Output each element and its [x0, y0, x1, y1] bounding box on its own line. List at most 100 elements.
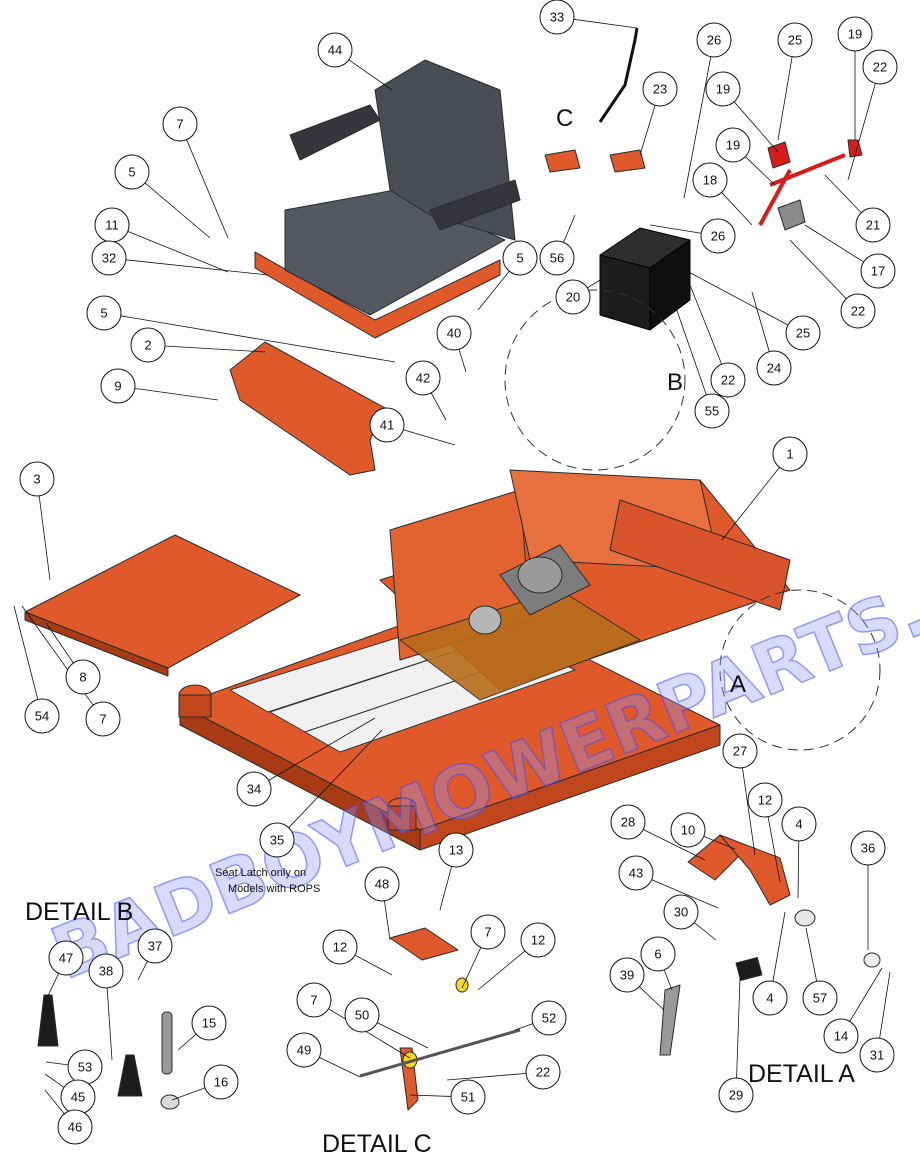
callout-circle — [756, 350, 792, 386]
leader-line-22 — [687, 279, 723, 365]
callout-3: 3 — [19, 461, 55, 497]
callout-number: 2 — [144, 338, 151, 353]
callout-number: 15 — [202, 1016, 216, 1031]
leader-line-54 — [13, 605, 39, 700]
callout-18: 18 — [692, 162, 728, 198]
callout-number: 7 — [484, 925, 491, 940]
callout-circle — [722, 733, 758, 769]
note-line-2: Models with ROPS — [228, 883, 320, 895]
callout-circle — [137, 928, 173, 964]
callout-number: 43 — [629, 866, 643, 881]
callout-number: 25 — [788, 33, 802, 48]
leader-line-5 — [120, 315, 396, 363]
callout-19: 19 — [705, 71, 741, 107]
callout-number: 42 — [416, 371, 430, 386]
callout-circle — [781, 806, 817, 842]
callout-circle — [296, 982, 332, 1018]
leader-line-31 — [879, 971, 891, 1039]
detail-b-title: DETAIL B — [25, 898, 133, 926]
callout-number: 20 — [566, 290, 580, 305]
callout-4: 4 — [752, 980, 788, 1016]
callout-circle — [91, 240, 127, 276]
callout-12: 12 — [747, 782, 783, 818]
callout-circle — [525, 1054, 561, 1090]
callout-circle — [609, 957, 645, 993]
callout-circle — [539, 240, 575, 276]
leader-line-34 — [268, 717, 376, 781]
callout-9: 9 — [100, 368, 136, 404]
leader-line-25 — [777, 56, 793, 141]
leader-line-32 — [125, 259, 269, 276]
callout-number: 37 — [148, 939, 162, 954]
callout-22: 22 — [525, 1054, 561, 1090]
callout-7: 7 — [162, 106, 198, 142]
note-line-1: Seat Latch only on — [215, 867, 306, 879]
leader-line-41 — [403, 429, 456, 446]
callout-39: 39 — [609, 957, 645, 993]
leader-line-52 — [514, 1023, 534, 1031]
leader-line-27 — [742, 767, 756, 856]
callout-number: 19 — [848, 27, 862, 42]
callout-52: 52 — [531, 1000, 567, 1036]
callout-number: 46 — [68, 1120, 82, 1135]
callout-circle — [752, 980, 788, 1016]
callout-number: 54 — [35, 709, 49, 724]
leader-line-1 — [721, 467, 780, 541]
leader-line-22 — [847, 83, 876, 181]
callout-22: 22 — [840, 293, 876, 329]
callout-number: 27 — [733, 744, 747, 759]
callout-number: 16 — [214, 1075, 228, 1090]
callout-number: 52 — [542, 1011, 556, 1026]
leader-line-35 — [288, 729, 383, 828]
callout-circle — [823, 1018, 859, 1054]
callout-number: 44 — [328, 43, 342, 58]
leader-line-2 — [164, 345, 266, 353]
callout-circle — [772, 436, 808, 472]
callout-number: 12 — [758, 793, 772, 808]
callout-circle — [48, 940, 84, 976]
callout-25: 25 — [777, 22, 813, 58]
callout-36: 36 — [850, 830, 886, 866]
callout-circle — [85, 701, 121, 737]
callout-50: 50 — [344, 997, 380, 1033]
callout-number: 34 — [247, 782, 261, 797]
seat-brackets — [544, 27, 646, 173]
callout-circle — [670, 812, 706, 848]
callout-26: 26 — [700, 218, 736, 254]
callout-circle — [837, 16, 873, 52]
leader-line-10 — [703, 836, 736, 850]
callout-circle — [236, 771, 272, 807]
callout-circle — [539, 0, 575, 35]
leader-line-55 — [674, 304, 707, 396]
leader-line-11 — [127, 231, 229, 273]
callout-11: 11 — [94, 207, 130, 243]
callout-circle — [663, 894, 699, 930]
callout-number: 5 — [516, 251, 523, 266]
callout-40: 40 — [436, 315, 472, 351]
leader-line-22 — [789, 239, 847, 299]
leader-line-19 — [733, 101, 779, 153]
callout-number: 6 — [654, 947, 661, 962]
callout-23: 23 — [642, 71, 678, 107]
leader-line-13 — [439, 866, 453, 911]
leader-line-28 — [643, 829, 706, 861]
callout-number: 49 — [297, 1043, 311, 1058]
callout-circle — [450, 1079, 486, 1115]
leader-line-56 — [563, 214, 576, 243]
callout-19: 19 — [837, 16, 873, 52]
callout-number: 5 — [100, 306, 107, 321]
leader-line-45 — [44, 1073, 65, 1088]
callout-circle — [862, 49, 898, 85]
callout-circle — [191, 1005, 227, 1041]
callout-number: 12 — [333, 940, 347, 955]
callout-45: 45 — [60, 1079, 96, 1115]
view-label-b: B — [667, 369, 683, 396]
callout-7: 7 — [85, 701, 121, 737]
leader-line-37 — [137, 961, 148, 981]
callout-20: 20 — [555, 279, 591, 315]
callout-5: 5 — [502, 240, 538, 276]
callout-number: 55 — [705, 404, 719, 419]
callout-circle — [715, 127, 751, 163]
leader-line-8 — [45, 622, 74, 664]
callout-27: 27 — [722, 733, 758, 769]
